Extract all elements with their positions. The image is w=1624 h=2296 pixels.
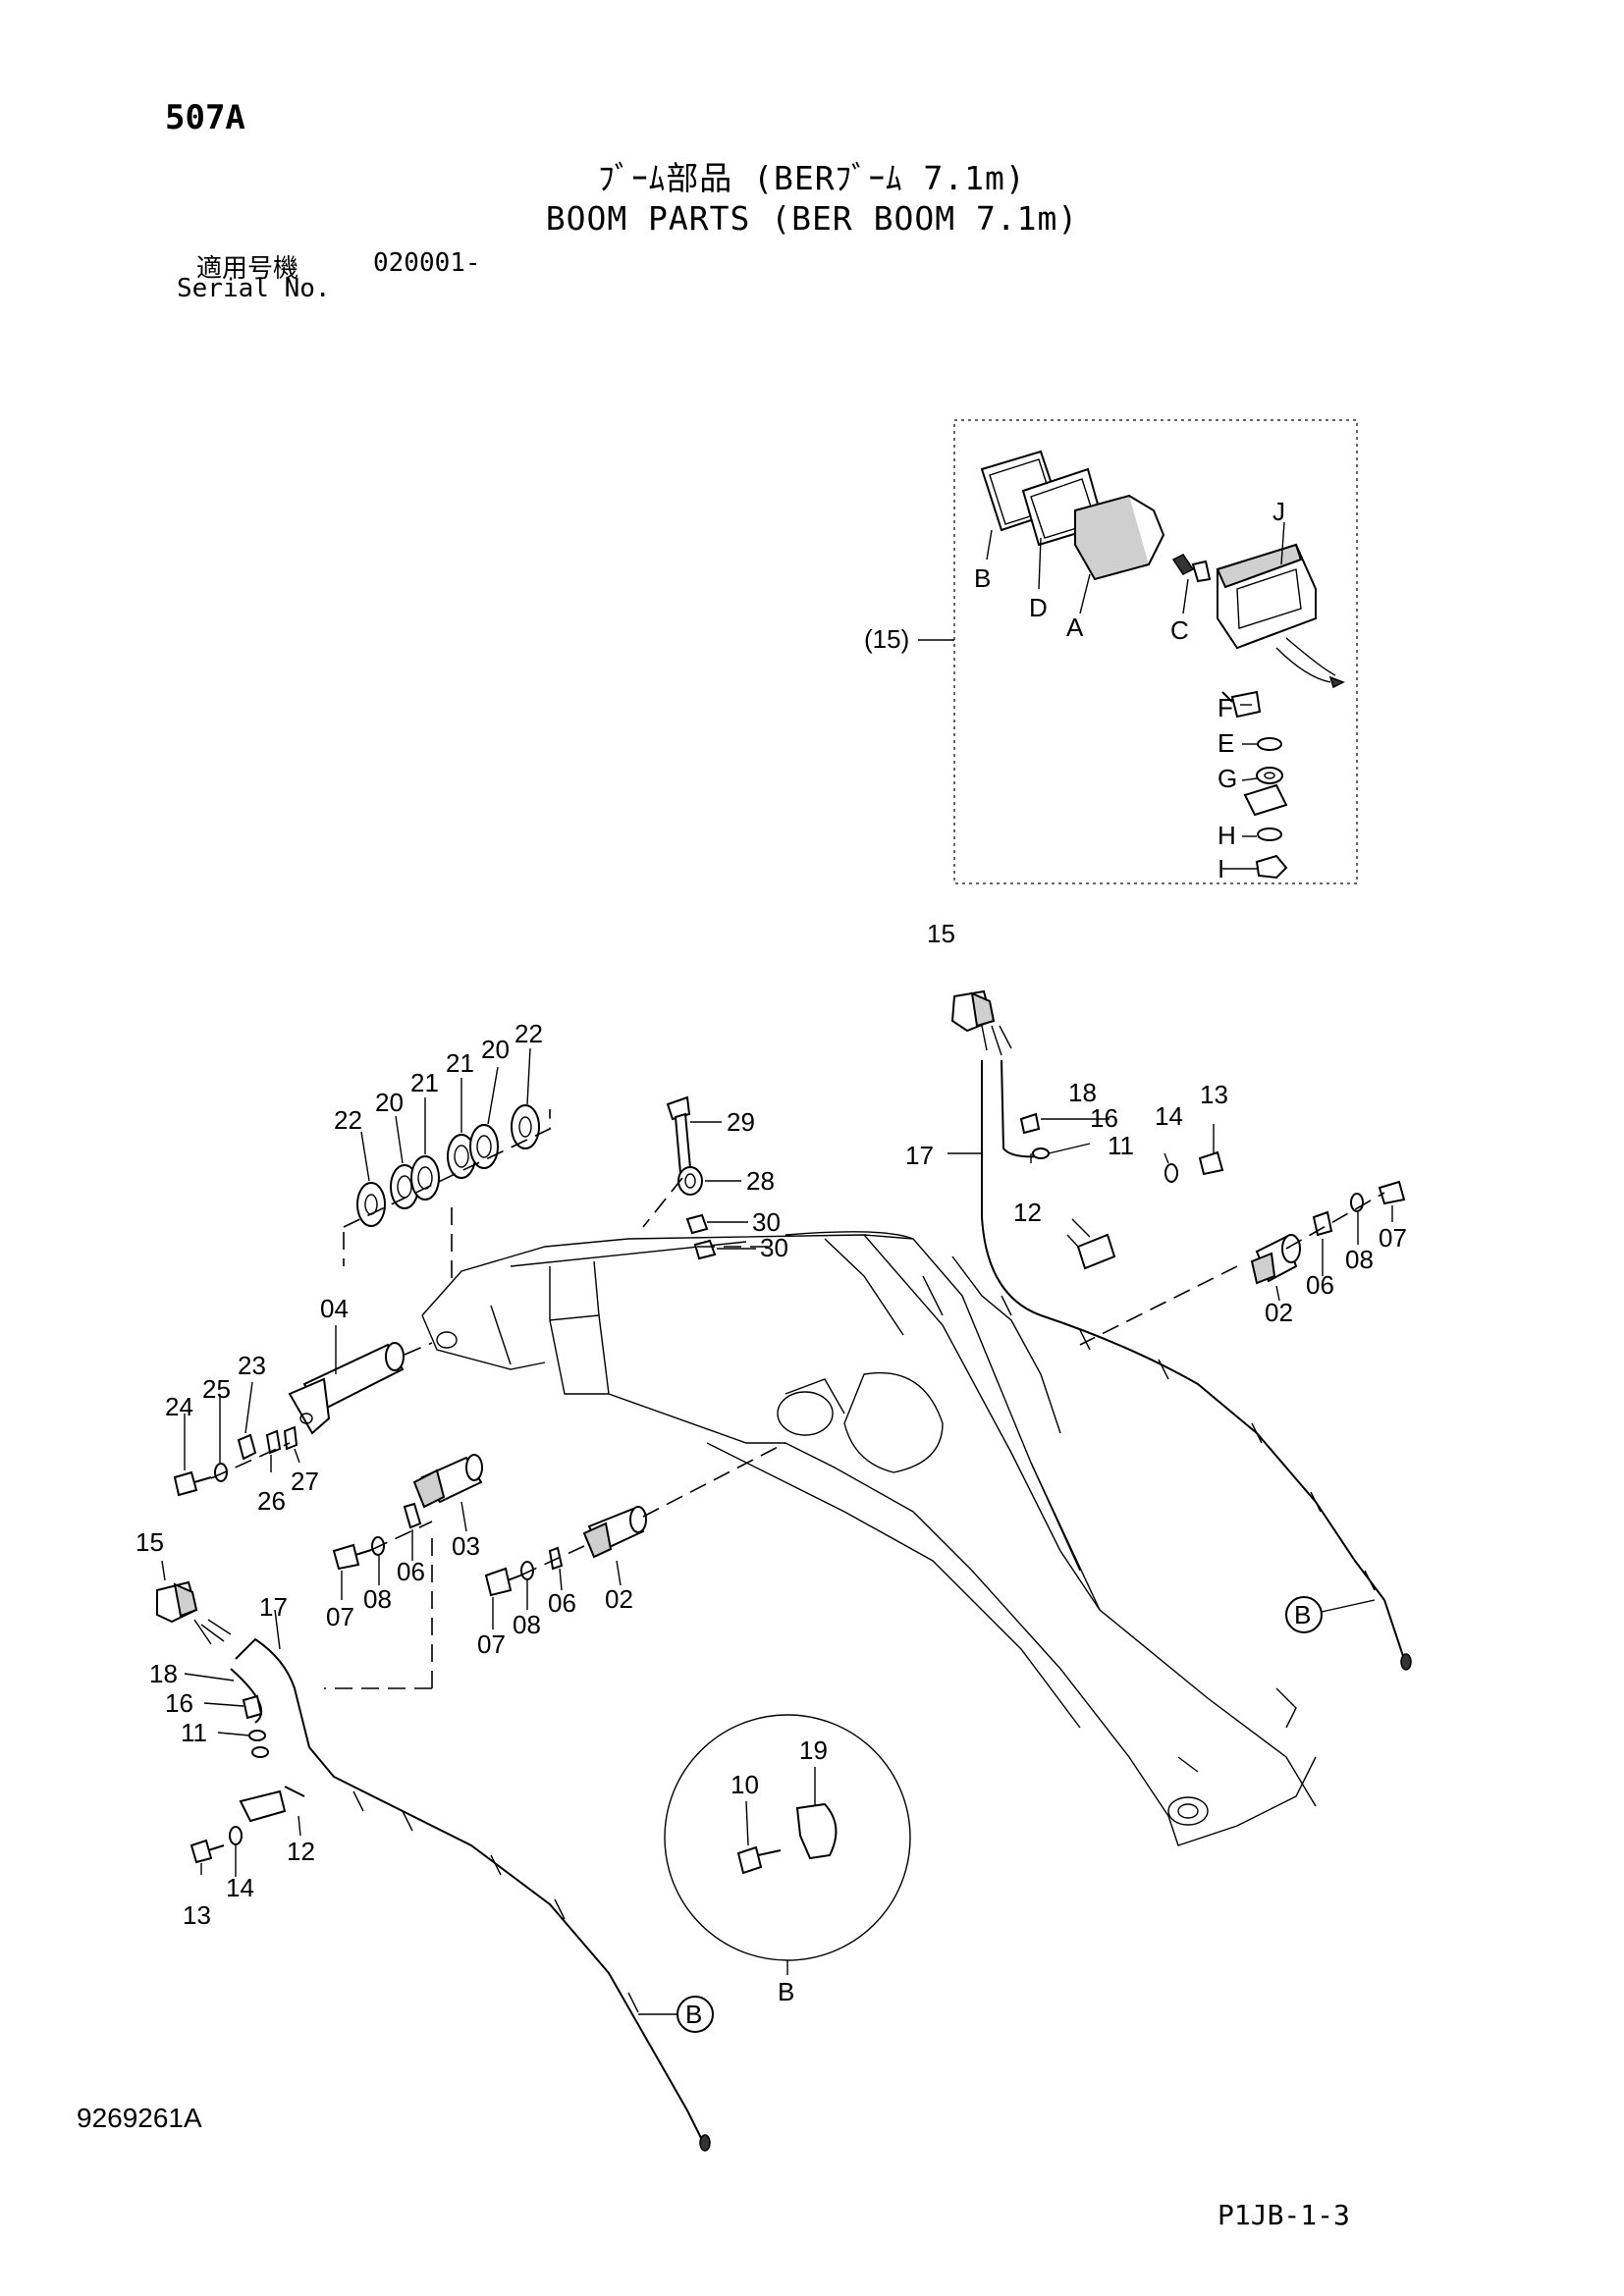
inset-callout-i: I [1218, 854, 1224, 883]
callout-26: 26 [257, 1486, 286, 1516]
callout-14-left: 14 [226, 1873, 254, 1902]
detail-callout-19: 19 [799, 1735, 828, 1765]
callout-21-left: 21 [410, 1068, 439, 1097]
callout-23: 23 [238, 1351, 266, 1380]
callout-18-left: 18 [149, 1659, 178, 1688]
lamp-assembly-inset: B D A C J F E G H I (15) [864, 419, 1358, 884]
inset-callout-g: G [1218, 764, 1237, 793]
callout-30-upper: 30 [752, 1207, 781, 1237]
callout-24: 24 [165, 1392, 193, 1421]
callout-07-lower: 07 [477, 1629, 506, 1659]
callout-14-right: 14 [1155, 1101, 1183, 1131]
callout-06-lower: 06 [548, 1588, 576, 1618]
inset-callout-b: B [974, 563, 991, 593]
pin-and-washer-group [173, 1047, 1406, 1629]
title-english: BOOM PARTS (BER BOOM 7.1m) [545, 199, 1079, 238]
boom-structure [421, 1231, 1317, 1846]
inset-callout-a: A [1066, 613, 1084, 642]
callout-30-lower: 30 [760, 1233, 788, 1262]
detail-view-b: 10 19 B [664, 1714, 911, 2006]
callout-15-right: 15 [927, 919, 955, 948]
inset-callout-d: D [1029, 593, 1048, 622]
inset-callout-e: E [1218, 728, 1234, 758]
view-marker-b-left: B [685, 2000, 702, 2029]
callout-04: 04 [320, 1294, 349, 1323]
document-number: 9269261A [77, 2103, 202, 2133]
callout-29: 29 [727, 1107, 755, 1137]
callout-17-left: 17 [259, 1592, 288, 1622]
callout-21-right: 21 [446, 1048, 474, 1078]
callout-16-left: 16 [165, 1688, 193, 1718]
callout-20-right: 20 [481, 1035, 510, 1064]
callout-22-right: 22 [514, 1019, 543, 1048]
callout-06-right: 06 [1306, 1270, 1334, 1300]
detail-callout-10: 10 [731, 1770, 759, 1799]
serial-label-japanese: 適用号機 [196, 254, 299, 284]
callout-08-lower: 08 [513, 1610, 541, 1639]
callout-12-right: 12 [1013, 1198, 1042, 1227]
callout-18-right: 18 [1068, 1078, 1097, 1107]
inset-callout-c: C [1170, 615, 1189, 645]
callout-08-left: 08 [363, 1584, 392, 1614]
callout-13-left: 13 [183, 1900, 211, 1930]
inset-group-label: (15) [864, 624, 909, 654]
callout-28: 28 [746, 1166, 775, 1196]
callout-labels: 22 20 21 21 20 22 29 28 30 30 04 23 25 2… [135, 919, 1407, 1930]
callout-02-lower: 02 [605, 1584, 633, 1614]
page-code: 507A [165, 98, 245, 137]
callout-07-left: 07 [326, 1602, 354, 1631]
callout-25: 25 [202, 1374, 231, 1404]
callout-02-right: 02 [1265, 1298, 1293, 1327]
callout-17-right: 17 [905, 1141, 934, 1170]
right-lamp-harness [947, 989, 1412, 1671]
callout-13-right: 13 [1200, 1080, 1228, 1109]
callout-11-right: 11 [1108, 1131, 1134, 1160]
callout-27: 27 [291, 1467, 319, 1496]
inset-callout-f: F [1218, 693, 1233, 722]
callout-08-right: 08 [1345, 1245, 1374, 1274]
serial-label-english: Serial No. [177, 274, 331, 303]
detail-view-label: B [778, 1977, 794, 2006]
view-marker-b-right: B [1294, 1600, 1311, 1629]
callout-06-left: 06 [397, 1557, 425, 1586]
page-reference: P1JB-1-3 [1218, 2199, 1350, 2231]
callout-20-left: 20 [375, 1088, 404, 1117]
callout-22-left: 22 [334, 1105, 362, 1135]
callout-15-left: 15 [135, 1527, 164, 1557]
callout-16-right: 16 [1090, 1103, 1118, 1133]
left-lamp-harness [156, 1531, 714, 2152]
callout-07-right: 07 [1379, 1223, 1407, 1253]
inset-callout-j: J [1272, 497, 1285, 526]
callout-11-left: 11 [181, 1718, 207, 1747]
title-japanese: ﾌﾞｰﾑ部品 (BERﾌﾞｰﾑ 7.1m) [598, 159, 1026, 197]
callout-12-left: 12 [287, 1837, 315, 1866]
serial-number-value: 020001- [373, 248, 481, 278]
inset-callout-h: H [1218, 821, 1236, 850]
callout-03: 03 [452, 1531, 480, 1561]
